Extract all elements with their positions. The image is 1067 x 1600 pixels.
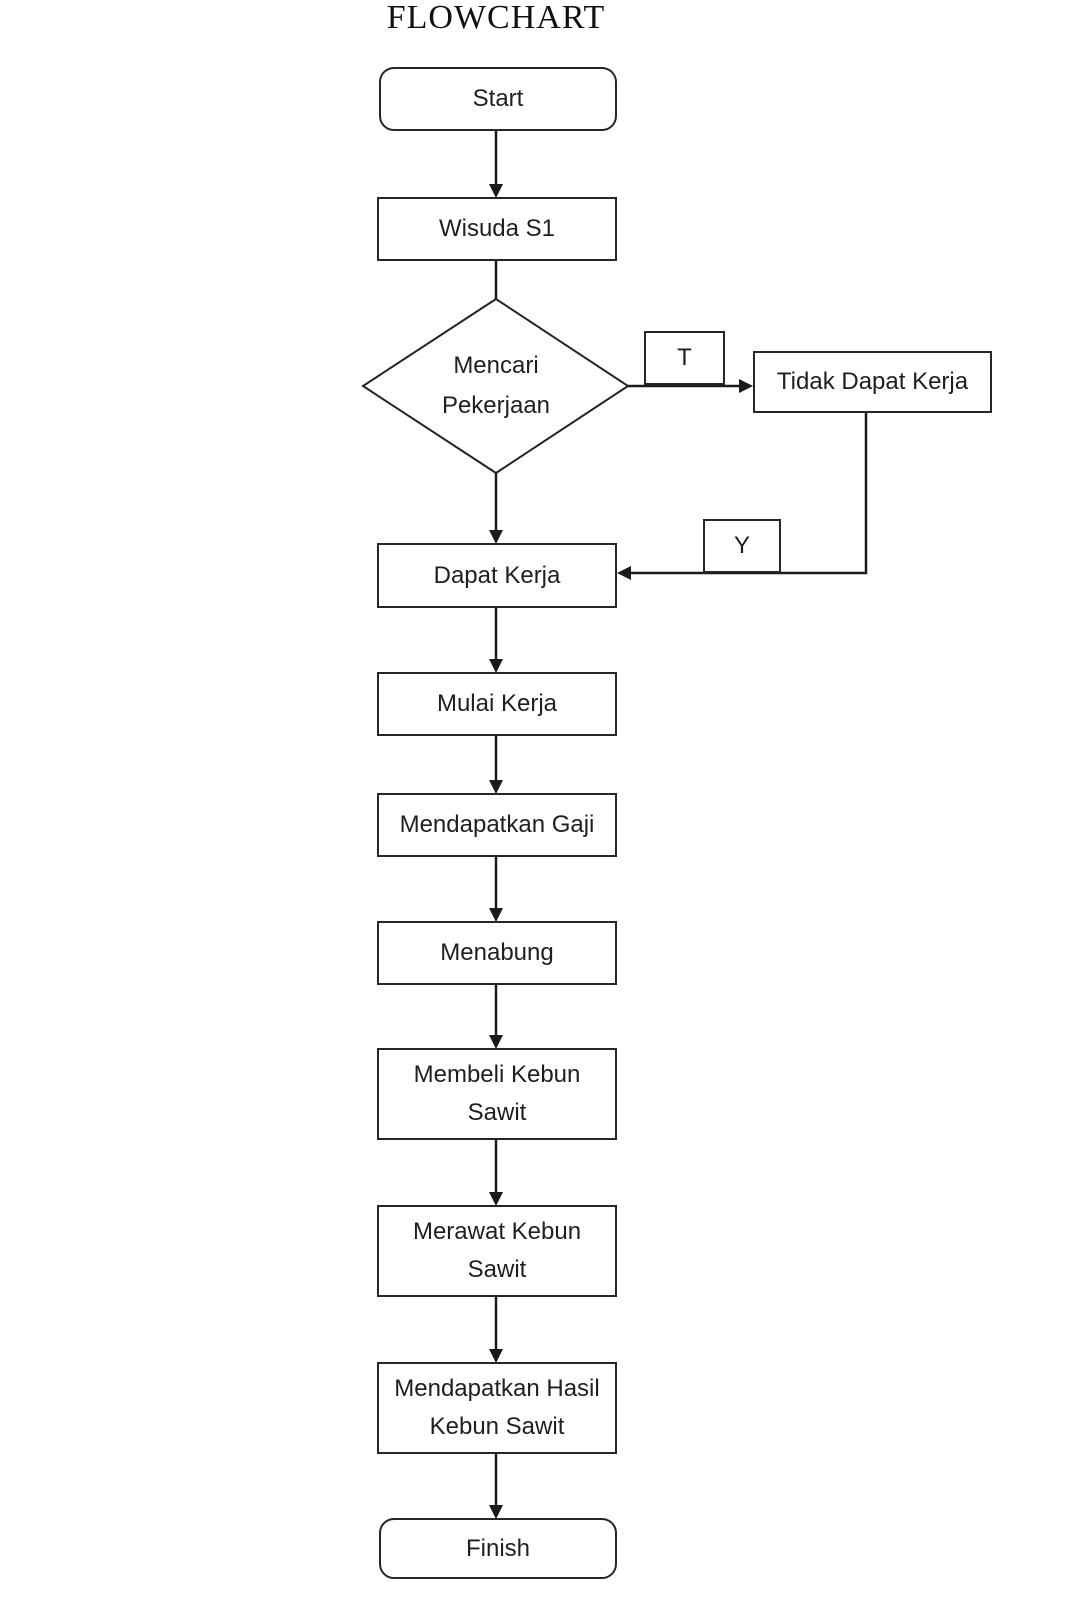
arrowhead-down-icon xyxy=(489,1349,503,1363)
node-wisuda-s1-label: Wisuda S1 xyxy=(438,215,556,242)
edge-gaji-to-menabung xyxy=(489,855,503,922)
node-mencari-pekerjaan: Mencari Pekerjaan xyxy=(363,299,629,473)
node-mendapatkan-hasil-kebun-sawit: Mendapatkan Hasil Kebun Sawit xyxy=(377,1362,617,1454)
node-membeli-kebun-sawit-label: Membeli Kebun Sawit xyxy=(413,1061,581,1126)
node-menabung: Menabung xyxy=(377,921,617,985)
edge-hasil-to-finish xyxy=(489,1452,503,1519)
arrowhead-down-icon xyxy=(489,780,503,794)
arrowhead-right-icon xyxy=(739,379,753,393)
node-start-label: Start xyxy=(472,85,524,112)
edge-tidak-to-dapat xyxy=(617,413,868,580)
edge-merawat-to-hasil xyxy=(489,1295,503,1363)
arrowhead-down-icon xyxy=(489,1035,503,1049)
node-finish-label: Finish xyxy=(465,1534,531,1562)
node-mendapatkan-gaji-label: Mendapatkan Gaji xyxy=(399,811,595,838)
node-mulai-kerja: Mulai Kerja xyxy=(377,672,617,736)
node-mulai-kerja-label: Mulai Kerja xyxy=(436,690,558,717)
arrowhead-down-icon xyxy=(489,530,503,544)
node-tidak-dapat-kerja-label: Tidak Dapat Kerja xyxy=(776,368,969,395)
edge-mulai-to-gaji xyxy=(489,734,503,794)
node-dapat-kerja-label: Dapat Kerja xyxy=(433,561,561,589)
edge-mencari-to-tidak xyxy=(628,379,753,393)
edge-dapat-to-mulai xyxy=(489,606,503,673)
node-merawat-kebun-sawit: Merawat Kebun Sawit xyxy=(377,1205,617,1297)
node-menabung-label: Menabung xyxy=(440,939,554,966)
node-tidak-dapat-kerja: Tidak Dapat Kerja xyxy=(753,351,992,413)
edge-membeli-to-merawat xyxy=(489,1138,503,1206)
branch-label-t: T xyxy=(644,331,725,385)
arrowhead-down-icon xyxy=(489,184,503,198)
node-merawat-kebun-sawit-label: Merawat Kebun Sawit xyxy=(412,1218,582,1283)
arrowhead-left-icon xyxy=(617,566,631,580)
arrowhead-down-icon xyxy=(489,659,503,673)
edge-start-to-wisuda xyxy=(489,131,503,198)
arrowhead-down-icon xyxy=(489,1505,503,1519)
node-mendapatkan-gaji: Mendapatkan Gaji xyxy=(377,793,617,857)
page-title: FLOWCHART xyxy=(386,0,606,36)
branch-label-t-text: T xyxy=(677,344,692,371)
node-finish: Finish xyxy=(379,1518,617,1579)
arrowhead-down-icon xyxy=(489,1192,503,1206)
node-wisuda-s1: Wisuda S1 xyxy=(377,197,617,261)
node-membeli-kebun-sawit: Membeli Kebun Sawit xyxy=(377,1048,617,1140)
edge-menabung-to-membeli xyxy=(489,983,503,1049)
node-mencari-pekerjaan-label: Mencari Pekerjaan xyxy=(441,352,551,419)
node-start: Start xyxy=(379,67,617,131)
edge-mencari-to-dapat xyxy=(489,473,503,544)
node-dapat-kerja: Dapat Kerja xyxy=(377,543,617,608)
branch-label-y-text: Y xyxy=(733,532,750,559)
node-mendapatkan-hasil-kebun-sawit-label: Mendapatkan Hasil Kebun Sawit xyxy=(394,1375,600,1440)
branch-label-y: Y xyxy=(703,519,781,573)
arrowhead-down-icon xyxy=(489,908,503,922)
